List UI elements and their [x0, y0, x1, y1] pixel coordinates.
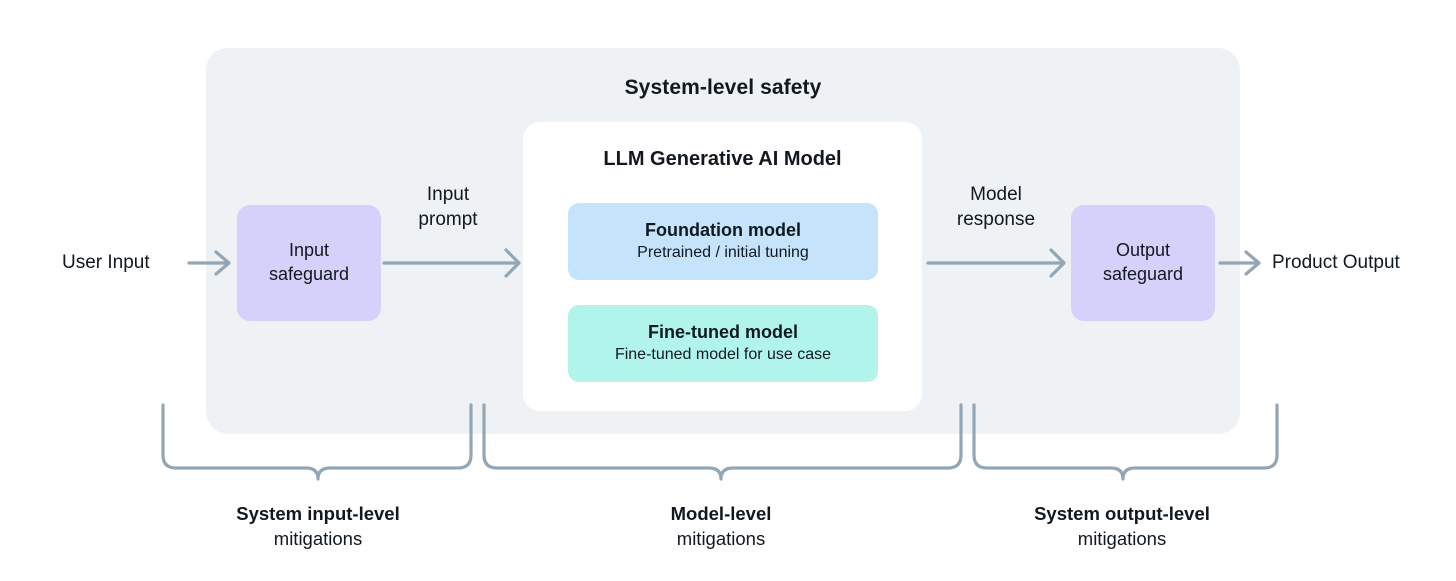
foundation-model-subtitle: Pretrained / initial tuning	[637, 244, 809, 262]
fine-tuned-model-box: Fine-tuned model Fine-tuned model for us…	[568, 305, 878, 382]
user-input-label: User Input	[62, 252, 150, 273]
mitigation-input-title: System input-level	[236, 503, 400, 524]
mitigation-label-system-input: System input-level mitigations	[138, 502, 498, 552]
mitigation-label-model: Model-level mitigations	[541, 502, 901, 552]
foundation-model-title: Foundation model	[645, 220, 801, 241]
fine-tuned-model-title: Fine-tuned model	[648, 322, 798, 343]
llm-model-card-title: LLM Generative AI Model	[603, 148, 842, 170]
mitigation-model-title: Model-level	[670, 503, 772, 524]
mitigation-model-subtitle: mitigations	[676, 527, 766, 549]
mitigation-label-system-output: System output-level mitigations	[942, 502, 1302, 552]
mitigation-input-subtitle: mitigations	[273, 527, 363, 549]
foundation-model-box: Foundation model Pretrained / initial tu…	[568, 203, 878, 280]
mitigation-output-title: System output-level	[1034, 503, 1210, 524]
system-level-safety-title: System-level safety	[624, 76, 822, 99]
product-output-label: Product Output	[1272, 252, 1400, 273]
fine-tuned-model-subtitle: Fine-tuned model for use case	[614, 346, 832, 364]
mitigation-output-subtitle: mitigations	[1077, 527, 1167, 549]
